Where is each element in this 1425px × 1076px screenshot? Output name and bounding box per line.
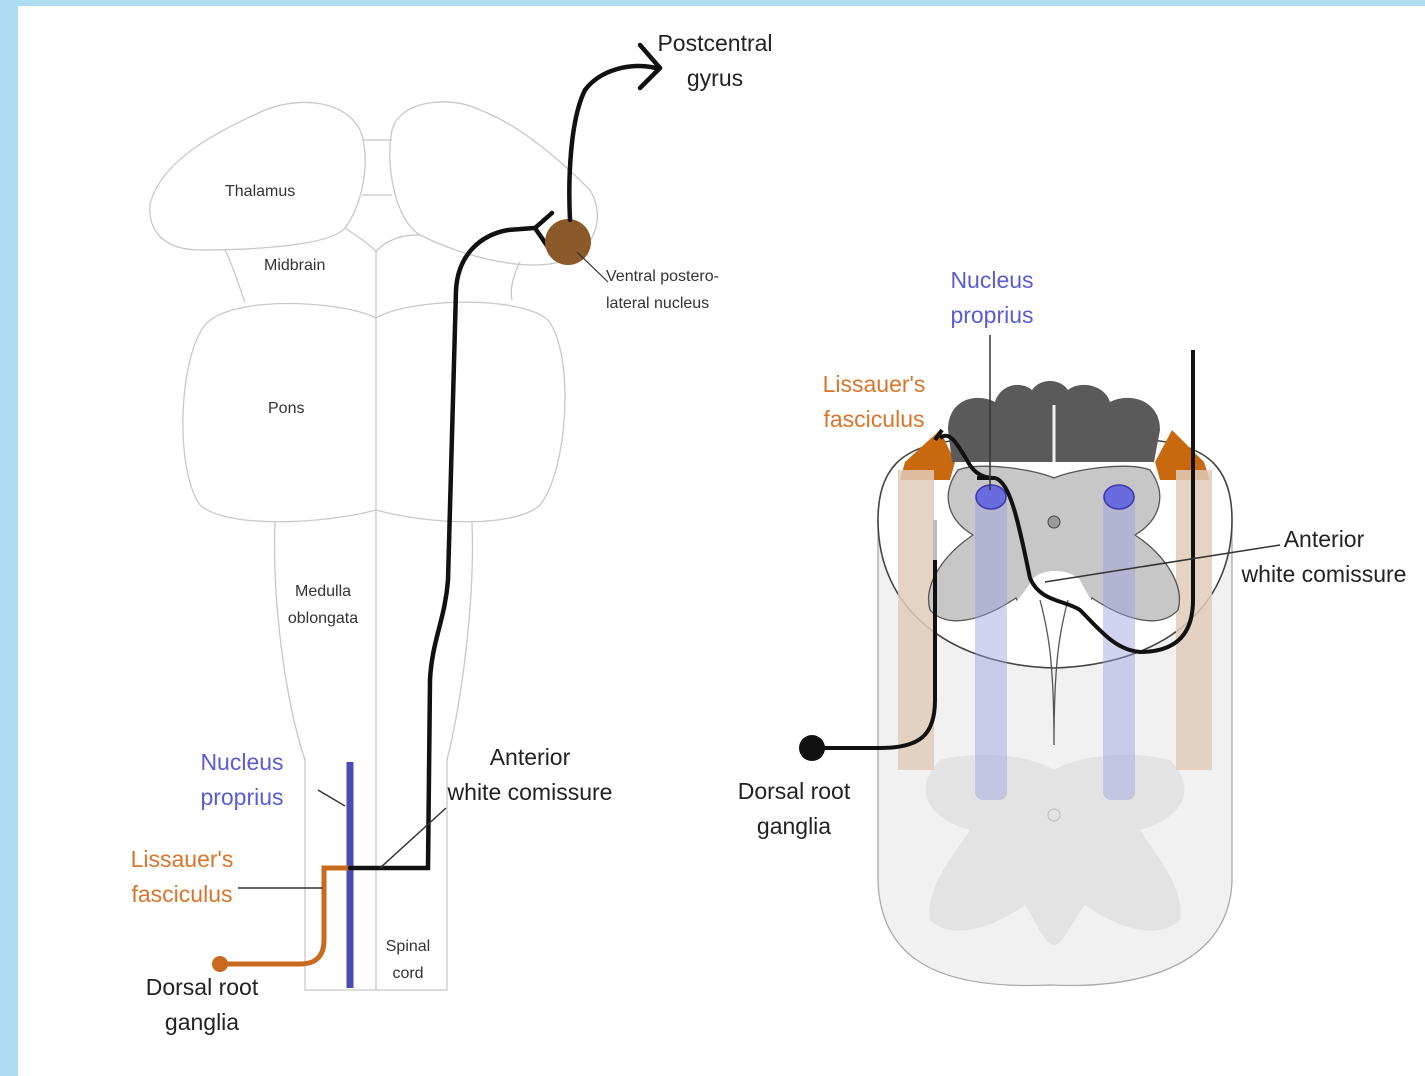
lissauer-tract: [222, 868, 350, 964]
thalamus-label: Thalamus: [225, 178, 295, 205]
pons-label: Pons: [268, 395, 304, 422]
midbrain-label: Midbrain: [264, 252, 325, 279]
third-order-neuron: [569, 66, 656, 220]
drg-cell-right: [799, 735, 825, 761]
cord-section: [878, 381, 1232, 986]
vpl-label: Ventral postero-lateral nucleus: [606, 263, 719, 317]
